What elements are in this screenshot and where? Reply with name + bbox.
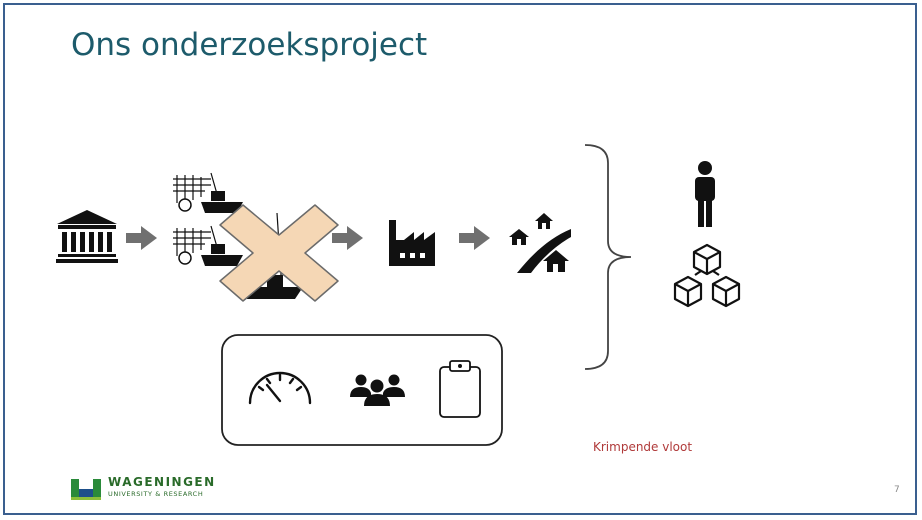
cross-icon <box>219 204 339 302</box>
government-building-icon <box>56 210 118 263</box>
logo-subtitle: UNIVERSITY & RESEARCH <box>108 490 204 498</box>
arrow-icon <box>459 226 490 250</box>
group-icon <box>350 374 405 406</box>
factory-icon <box>389 220 435 266</box>
tools-panel <box>221 334 503 446</box>
arrow-icon <box>126 226 157 250</box>
person-icon <box>695 161 715 227</box>
clipboard-icon <box>439 360 481 418</box>
page-number: 7 <box>894 485 900 495</box>
slide: Ons onderzoeksproject <box>3 3 917 515</box>
speedometer-icon <box>248 371 312 405</box>
fishing-vessel-icon <box>173 225 243 266</box>
caption-text: Krimpende vloot <box>593 440 693 454</box>
fishing-vessel-icon <box>173 172 243 213</box>
curly-brace <box>584 144 632 370</box>
slide-title: Ons onderzoeksproject <box>71 27 428 63</box>
diagram <box>56 144 741 500</box>
arrow-icon <box>332 226 363 250</box>
university-logo: WAGENINGEN UNIVERSITY & RESEARCH <box>108 475 216 498</box>
logo-name: WAGENINGEN <box>108 475 216 489</box>
wur-logo-icon <box>71 479 101 500</box>
market-road-icon <box>509 213 571 273</box>
supply-chain-boxes-icon <box>673 243 741 308</box>
